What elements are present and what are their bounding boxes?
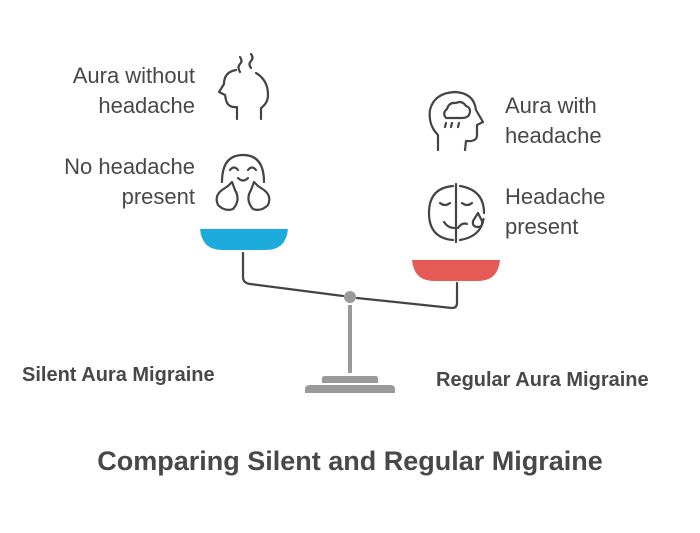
right-item-2-label: Headache present — [505, 182, 605, 242]
label-line: No headache — [64, 154, 195, 179]
right-item-1-label: Aura with headache — [505, 91, 602, 151]
label-line: headache — [505, 123, 602, 148]
scale-base-top — [322, 376, 378, 383]
left-heading: Silent Aura Migraine — [22, 364, 215, 386]
label-line: Headache — [505, 184, 606, 209]
label-line: present — [121, 184, 195, 209]
head-with-steam-icon — [217, 52, 270, 121]
half-happy-half-sad-face-icon — [427, 182, 486, 244]
right-heading: Regular Aura Migraine — [436, 369, 649, 391]
left-pan — [200, 229, 288, 250]
diagram-title: Comparing Silent and Regular Migraine — [97, 446, 603, 476]
scale-pole — [348, 305, 352, 373]
label-line: Aura without — [72, 63, 195, 88]
label-line: present — [505, 214, 579, 239]
left-item-1-label: Aura without headache — [73, 61, 195, 121]
scale-pivot — [344, 291, 356, 303]
label-line: Aura with — [505, 93, 597, 118]
label-line: headache — [98, 93, 195, 118]
scale-base-bottom — [305, 385, 395, 393]
happy-face-icon — [215, 153, 271, 211]
scale-beam — [241, 251, 459, 310]
left-item-2-label: No headache present — [64, 152, 195, 212]
right-pan — [412, 260, 500, 281]
head-with-raincloud-icon — [428, 90, 485, 152]
